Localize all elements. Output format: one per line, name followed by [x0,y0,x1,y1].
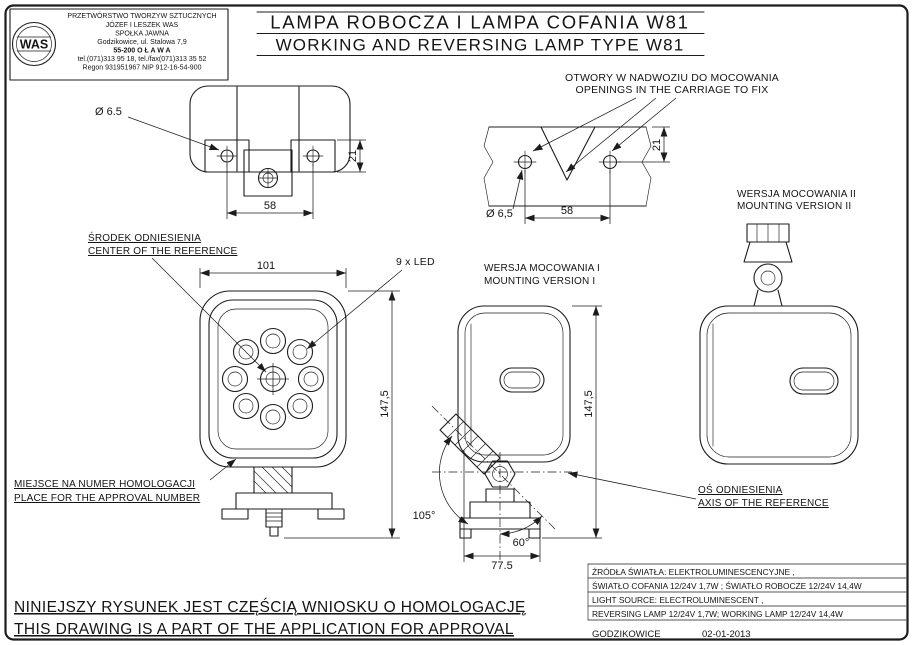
rear-view: Ø 6.5 58 21 [95,85,366,219]
dim-side-height: 147,5 [583,390,595,418]
note-pl: NINIEJSZY RYSUNEK JEST CZĘŚCIĄ WNIOSKU O… [14,598,526,616]
company-line-2: JÓZEF I LESZEK WAS [106,20,179,29]
label-approval-pl: MIEJSCE NA NUMER HOMOLOGACJI [14,479,195,490]
carriage-hole-icon [598,150,622,174]
label-mounting-2-en: MOUNTING VERSION II [737,201,851,212]
label-center-reference-en: CENTER OF THE REFERENCE [88,246,238,257]
dim-front-width: 101 [257,260,275,272]
dim-carriage-hole-diameter: Ø 6,5 [486,208,513,220]
dim-carriage-spacing: 58 [561,205,573,217]
led-icon [297,365,325,393]
spec-row-4: REVERSING LAMP 12/24V 1,7W; WORKING LAMP… [592,609,843,619]
mounting-hole-icon [216,145,238,167]
spec-table: ŹRÓDŁA ŚWIATŁA: ELEKTROLUMINESCENCYJNE ,… [587,563,907,640]
led-icon [259,327,287,355]
label-mounting-1-en: MOUNTING VERSION I [484,276,595,287]
front-bracket [221,466,345,537]
mounting-version-2-view: WERSJA MOCOWANIA II MOUNTING VERSION II [699,189,859,465]
dim-rear-height: 21 [347,150,359,162]
label-approval-en: PLACE FOR THE APPROVAL NUMBER [14,493,200,504]
mounting-version-1-view: WERSJA MOCOWANIA I MOUNTING VERSION I 10… [413,263,602,572]
carriage-hole-icon [513,150,537,174]
label-openings-pl: OTWORY W NADWOZIU DO MOCOWANIA [565,72,779,84]
carriage-openings-view: OTWORY W NADWOZIU DO MOCOWANIA OPENINGS … [483,72,779,224]
screw-icon [257,167,279,189]
led-icon [232,392,260,420]
label-axis-pl: OŚ ODNIESIENIA [698,483,783,496]
company-block: WAS PRZETWÓRSTWO TWORZYW SZTUCZNYCH JÓZE… [9,8,229,81]
label-mounting-2-pl: WERSJA MOCOWANIA II [737,189,856,200]
dim-base-depth: 77.5 [491,560,512,572]
company-line-3: SPOŁKA JAWNA [115,31,169,38]
label-axis-en: AXIS OF THE REFERENCE [698,498,829,509]
note-en: THIS DRAWING IS A PART OF THE APPLICATIO… [14,621,514,638]
axis-reference-callout: OŚ ODNIESIENIA AXIS OF THE REFERENCE [567,471,829,509]
dim-angle-lower: 105° [413,510,436,522]
was-logo-text: WAS [20,38,48,52]
led-icon [286,338,314,366]
company-line-5: 55-200 O Ł A W A [113,48,170,55]
label-openings-en: OPENINGS IN THE CARRIAGE TO FIX [576,84,769,96]
spec-row-3: LIGHT SOURCE: ELECTROLUMINESCENT , [592,595,763,605]
led-icon [286,392,314,420]
page-border [4,4,909,641]
dim-rear-hole-diameter: Ø 6.5 [95,106,122,118]
company-line-4: Godzikowice, ul. Stalowa 7,9 [97,39,187,46]
led-icon [221,365,249,393]
mounting-hole-icon [302,145,324,167]
dim-rear-spacing: 58 [264,200,276,212]
title-block: LAMPA ROBOCZA I LAMPA COFANIA W81 WORKIN… [256,11,705,57]
spec-row-1: ŹRÓDŁA ŚWIATŁA: ELEKTROLUMINESCENCYJNE , [592,566,795,577]
led-icon [259,403,287,431]
dim-carriage-height: 21 [651,139,663,151]
center-reference-mark [257,363,289,395]
approval-notes: NINIEJSZY RYSUNEK JEST CZĘŚCIĄ WNIOSKU O… [14,598,526,638]
dim-front-height: 147,5 [379,390,391,418]
led-icon [232,338,260,366]
footer-date: 02-01-2013 [702,629,751,640]
page-title-en: WORKING AND REVERSING LAMP TYPE W81 [276,36,685,55]
label-led-count: 9 x LED [396,256,435,268]
label-center-reference-pl: ŚRODEK ODNIESIENIA [88,231,201,244]
page-title-pl: LAMPA ROBOCZA I LAMPA COFANIA W81 [270,12,690,33]
front-view: 101 147,5 ŚRODEK ODNIESIENIA CENTER OF T… [14,231,435,539]
company-line-7: Regon 931951967 NIP 912-16-54-900 [83,65,202,72]
label-mounting-1-pl: WERSJA MOCOWANIA I [484,263,600,274]
footer-place: GODZIKOWICE [592,629,661,640]
was-logo-icon: WAS [11,21,57,67]
company-line-6: tel.(071)313 95 18, tel./fax(071)313 35 … [78,56,207,63]
dim-angle-base: 60° [513,537,530,549]
spec-row-2: ŚWIATŁO COFANIA 12/24V 1,7W ; ŚWIATŁO RO… [592,580,862,591]
company-line-1: PRZETWÓRSTWO TWORZYW SZTUCZNYCH [67,11,216,20]
